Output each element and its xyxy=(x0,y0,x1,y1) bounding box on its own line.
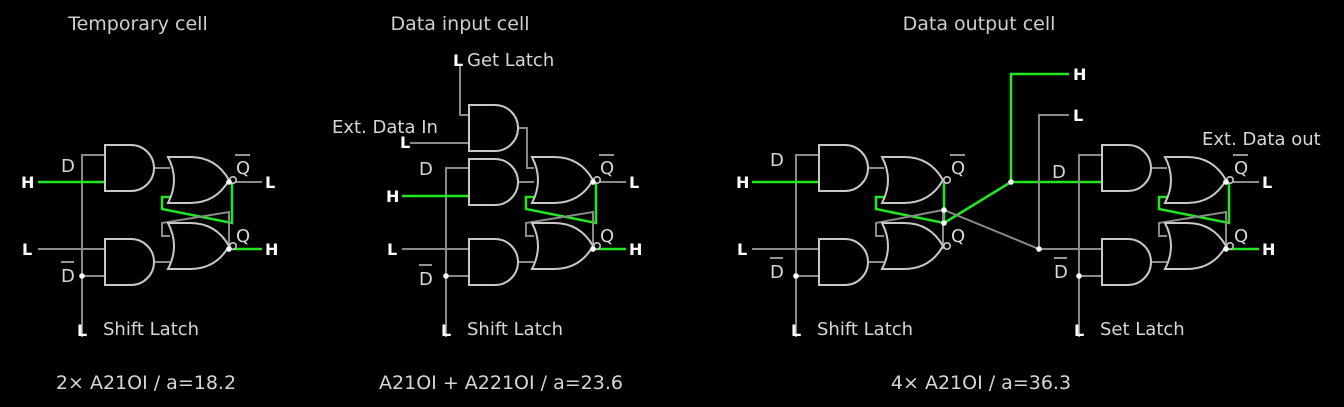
nor-gate xyxy=(531,222,602,270)
cell-footer: 2× A21OI / a=18.2 xyxy=(56,372,236,394)
junction-dot xyxy=(590,179,596,185)
shift-latch-level: L xyxy=(791,321,801,340)
and-gate xyxy=(1101,238,1152,286)
cell-title: Data input cell xyxy=(390,13,529,35)
qbar-label: Q xyxy=(600,158,614,179)
d2-label: D xyxy=(1052,162,1066,183)
nor-gate xyxy=(881,156,952,204)
q2-label: Q xyxy=(1234,226,1248,247)
input-level-l: L xyxy=(22,240,32,259)
junction-dot xyxy=(1076,273,1082,279)
and-gate xyxy=(104,144,155,192)
qbar-label: Q xyxy=(951,158,965,179)
junction-dot xyxy=(1223,246,1229,252)
cross-feedback-green xyxy=(524,182,598,225)
nor-gate xyxy=(1164,156,1235,204)
and-gate xyxy=(818,238,869,286)
nor-gate xyxy=(167,222,238,270)
latch-level: L xyxy=(441,321,451,340)
cell-footer: 4× A21OI / a=36.3 xyxy=(891,372,1071,394)
junction-dot xyxy=(941,207,947,213)
junction-dot xyxy=(79,273,85,279)
cell-title: Data output cell xyxy=(903,13,1056,35)
q-label: Q xyxy=(236,226,250,247)
qbar-output-level: L xyxy=(629,173,639,192)
junction-dot xyxy=(443,273,449,279)
input-level-l: L xyxy=(387,240,397,259)
nor-gate xyxy=(881,222,952,270)
q-label: Q xyxy=(951,226,965,247)
dbar-label: D xyxy=(770,262,784,283)
cross-feedback-grey xyxy=(1158,210,1227,249)
qbar-label: Q xyxy=(236,158,250,179)
cell-title: Temporary cell xyxy=(67,13,208,35)
nor-gate xyxy=(1164,222,1235,270)
q-output-level: H xyxy=(265,240,278,259)
input-level-h: H xyxy=(386,187,399,206)
data-output-cell: Data output cell xyxy=(736,13,1321,394)
and-gate xyxy=(468,238,519,286)
cross-feedback-grey xyxy=(525,210,594,249)
junction-dot xyxy=(226,179,232,185)
get-latch-level: L xyxy=(453,51,463,70)
input-level-h: H xyxy=(21,173,34,192)
dbar-label: D xyxy=(419,269,433,290)
input-level-l: L xyxy=(737,240,747,259)
junction-dot xyxy=(1036,246,1042,252)
and-gate xyxy=(468,158,519,206)
set-latch-level: L xyxy=(1074,321,1084,340)
nor-gate xyxy=(167,156,238,204)
input-level-h: H xyxy=(736,173,749,192)
d-label: D xyxy=(419,159,433,180)
get-latch-label: Get Latch xyxy=(467,50,554,71)
junction-dot xyxy=(226,246,232,252)
ext-data-in-level: L xyxy=(400,133,410,152)
junction-dot xyxy=(941,220,947,226)
temporary-cell: Temporary cell D D Q Q H L L H L Shift L… xyxy=(21,13,278,394)
d-label: D xyxy=(770,150,784,171)
set-latch-label: Set Latch xyxy=(1100,319,1185,340)
transfer-wire-green xyxy=(943,72,1069,225)
cross-feedback-green xyxy=(1157,182,1231,225)
d-label: D xyxy=(61,156,75,177)
get-latch-wire xyxy=(459,66,470,116)
and-to-nor-wire xyxy=(518,127,534,169)
q-output-level: H xyxy=(629,240,642,259)
and-gate-get xyxy=(468,104,519,152)
data-input-cell: Data input cell L Get Latch Ext. Data In… xyxy=(332,13,642,394)
qbar-output-level: L xyxy=(265,173,275,192)
junction-dot xyxy=(590,246,596,252)
q2bar-label: Q xyxy=(1234,158,1248,179)
latch-level: L xyxy=(77,321,87,340)
cross-feedback-green xyxy=(160,182,234,225)
q2-output-level: H xyxy=(1262,240,1275,259)
cell-footer: A21OI + A221OI / a=23.6 xyxy=(379,372,623,394)
ext-data-in-label: Ext. Data In xyxy=(332,117,438,138)
transfer-wire-grey xyxy=(1038,114,1069,249)
and-gate xyxy=(818,144,869,192)
and-gate xyxy=(1101,144,1152,192)
junction-dot xyxy=(793,273,799,279)
and-gate xyxy=(104,238,155,286)
junction-dot xyxy=(1008,179,1014,185)
shift-latch-label: Shift Latch xyxy=(103,319,199,340)
cross-feedback-grey xyxy=(161,210,230,249)
qbar2-output-level: L xyxy=(1262,173,1272,192)
dbar-label: D xyxy=(61,266,75,287)
q-label: Q xyxy=(600,226,614,247)
d2bar-label: D xyxy=(1054,262,1068,283)
mid-output-level: L xyxy=(1073,106,1083,125)
latch-line xyxy=(445,167,470,337)
junction-dot xyxy=(1223,179,1229,185)
top-output-level: H xyxy=(1073,65,1086,84)
shift-latch-label: Shift Latch xyxy=(817,319,913,340)
shift-latch-label: Shift Latch xyxy=(467,319,563,340)
nor-gate xyxy=(531,156,602,204)
ext-data-out-label: Ext. Data out xyxy=(1202,129,1321,150)
